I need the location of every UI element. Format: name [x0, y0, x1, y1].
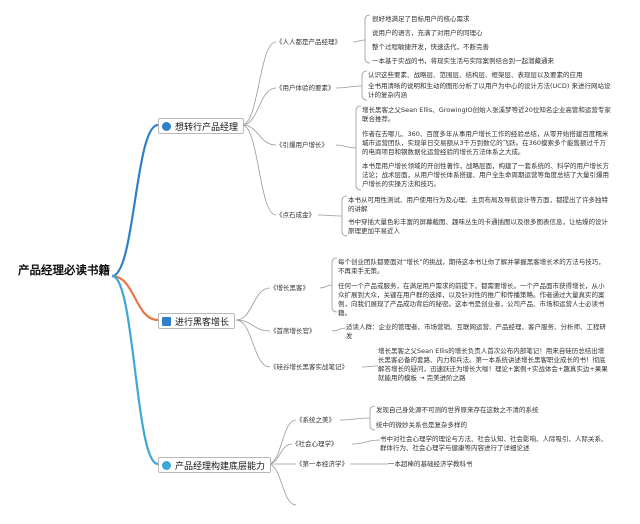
branch-growth-hacking[interactable]: 进行黑客增长 — [158, 313, 236, 329]
connector-line — [361, 365, 379, 368]
book-note: 本书从可用性测试、用户使用行为及心理、主页布局及导航设计等方面，都提出了许多独特… — [348, 196, 608, 213]
book-note: 每个创业团队都要面对“增长”的挑战，期待这本书让你了解并掌握黑客增长术的方法与技… — [338, 258, 605, 275]
book-note: 书中穿插大量色彩丰富的屏幕截图、趣味丛生的卡通插图以及很多图表信息，让枯燥的设计… — [348, 218, 608, 235]
branch-label: 想转行产品经理 — [175, 122, 239, 133]
book-title[interactable]: 《首席增长官》 — [270, 327, 316, 335]
connector-line — [235, 319, 271, 332]
connector-line — [331, 327, 347, 332]
connector-line — [364, 14, 371, 64]
branch-career-change[interactable]: 想转行产品经理 — [158, 118, 245, 134]
checklist-icon — [162, 316, 171, 326]
book-note: 增长黑客之父Sean Ellis的增长负责人首次公布内部笔记！用来自硅历总结出增… — [378, 347, 608, 382]
book-note: 作者在去哪儿、360、百度多年从事用户增长工作的经验总结，从零开始搭建百度糯米城… — [362, 130, 609, 156]
connector-line — [355, 105, 362, 191]
book-title[interactable]: 《系统之美》 — [296, 416, 335, 424]
connector-line — [339, 417, 371, 421]
connector-line — [241, 41, 277, 126]
book-note: 发现自己身处源不可测的世界原来存在这数之不清的系统 — [376, 406, 539, 414]
book-note: 一本超棒的基础经济学教科书 — [388, 460, 473, 468]
book-note: 全书用清晰的说明和生动的图形分析了以用户为中心的设计方法(UCD) 来进行网站设… — [368, 82, 611, 99]
connector-line — [319, 284, 333, 289]
connector-line — [331, 257, 338, 313]
connector-line — [335, 85, 363, 89]
book-title[interactable]: 《引爆用户增长》 — [276, 141, 328, 149]
book-title[interactable]: 《硅谷增长黑客实战笔记》 — [270, 363, 348, 371]
connector-line — [235, 287, 271, 321]
branch-foundation-skills[interactable]: 产品经理构建底层能力 — [158, 457, 272, 473]
book-note: 统中的微妙关系也是复杂多样的 — [376, 421, 467, 429]
connector-line — [351, 439, 381, 445]
book-note: 一本基于实战的书，将现实生活与实际案例结合到一起潜藏通来 — [372, 57, 554, 65]
connector-line — [111, 123, 159, 278]
connector-line — [335, 144, 357, 149]
book-note: 很好地满足了目标用户的核心需求 — [372, 15, 470, 23]
book-title[interactable]: 《社会心理学》 — [292, 440, 338, 448]
book-note: 本书是用户增长领域的开创性著作，战略层面，构建了一套系统的、科学的用户增长方法论… — [362, 162, 609, 188]
book-title[interactable]: 《人人都是产品经理》 — [276, 38, 341, 46]
book-note: 说用户的语言，充满了对用户的同理心 — [372, 29, 483, 37]
connector-line — [111, 274, 159, 466]
connector-line — [369, 405, 376, 431]
book-note: 任何一个产品或服务，在满足用户需求的前提下，都需要增长。一个产品面市获得增长，从… — [338, 282, 605, 317]
flame-icon — [162, 121, 171, 131]
branch-label: 进行黑客增长 — [175, 317, 230, 328]
connector-line — [235, 319, 271, 368]
connector-line — [267, 419, 297, 465]
connector-line — [241, 124, 277, 146]
book-note: 增长黑客之父Sean Ellis、GrowingIO创始人张溪梦等近20位知名企… — [362, 106, 611, 123]
book-note: 适读人群：企业的管理者、市场营销、互联网运营、产品经理、客户服务、分析师、工程研… — [346, 323, 606, 340]
branch-label: 产品经理构建底层能力 — [175, 461, 266, 472]
book-title[interactable]: 《用户体验的要素》 — [276, 84, 335, 92]
connector-line — [361, 70, 368, 101]
connector-line — [341, 195, 348, 237]
connector-line — [241, 124, 277, 216]
book-title[interactable]: 《点石成金》 — [276, 211, 315, 219]
book-title[interactable]: 《增长黑客》 — [270, 284, 309, 292]
book-note: 书中对社会心理学的理论与方法、社会认知、社会影响、人际吸引、人际关系、群体行为、… — [380, 435, 608, 452]
connector-line — [352, 39, 366, 43]
root-topic[interactable]: 产品经理必读书籍 — [18, 263, 110, 277]
book-note: 认识这些要素、战略层、范围层、结构层、框架层、表现层以及要素的应用 — [368, 71, 583, 79]
connector-line — [111, 274, 159, 322]
book-note: 整个过程敏捷开发，快速迭代，不断完善 — [372, 43, 489, 51]
connector-line — [241, 87, 277, 126]
connector-line — [317, 214, 343, 217]
connector-line — [267, 463, 297, 506]
megaphone-icon — [162, 460, 171, 470]
book-title[interactable]: 《第一本经济学》 — [296, 460, 348, 468]
